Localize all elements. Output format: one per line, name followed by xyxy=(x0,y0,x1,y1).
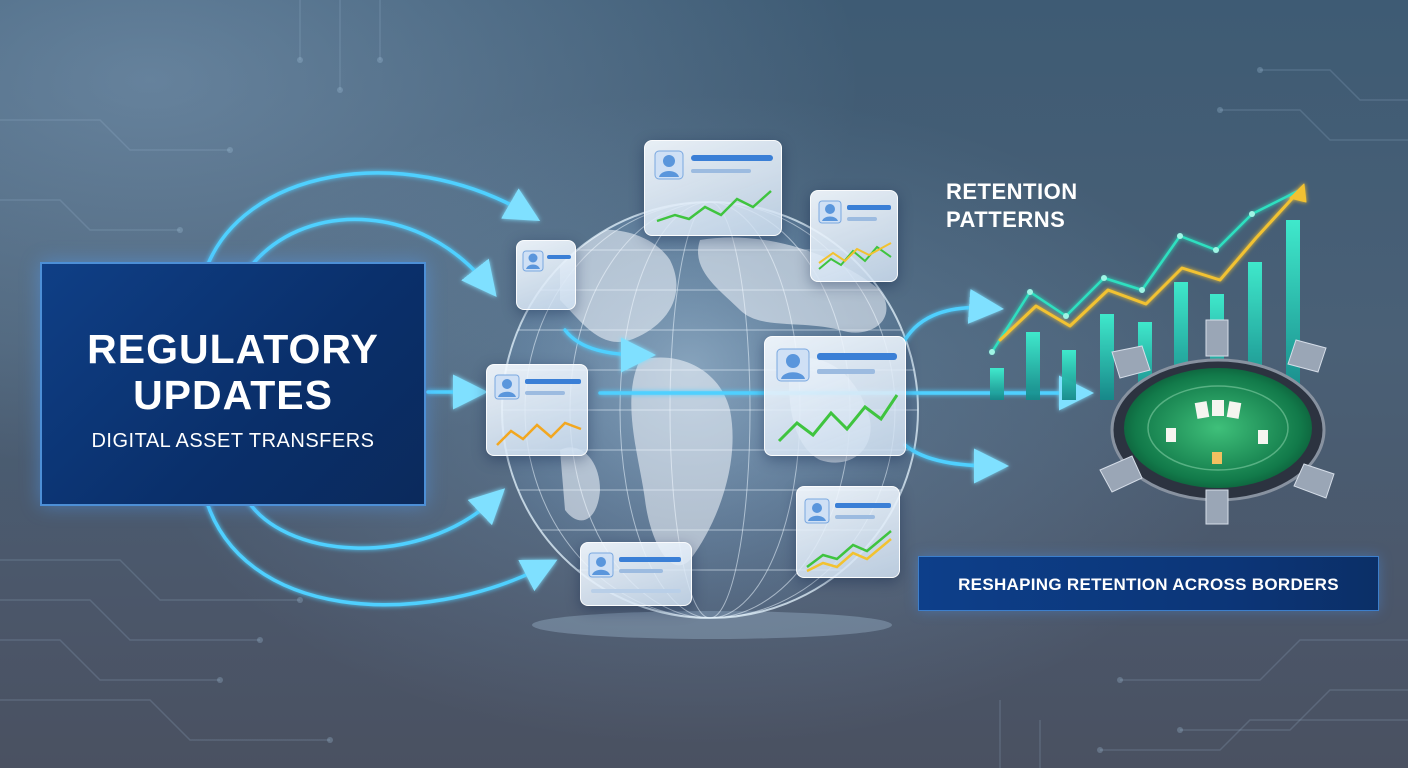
arrow-icon xyxy=(243,488,506,550)
trend-arrow-icon xyxy=(998,188,1302,342)
panel-title-line1: REGULATORY xyxy=(87,326,379,372)
panel-subtitle: DIGITAL ASSET TRANSFERS xyxy=(91,430,375,452)
profile-card-icon xyxy=(796,486,900,578)
profile-card-icon xyxy=(810,190,898,282)
arrow-icon xyxy=(246,217,497,297)
reshaping-retention-banner: RESHAPING RETENTION ACROSS BORDERS xyxy=(918,556,1379,611)
profile-card-icon xyxy=(486,364,588,456)
arrow-icon xyxy=(203,171,541,274)
retention-title-line1: RETENTION xyxy=(946,179,1078,204)
profile-card-icon xyxy=(580,542,692,606)
bar xyxy=(1286,220,1300,400)
bar xyxy=(990,368,1004,400)
retention-title-line2: PATTERNS xyxy=(946,207,1066,232)
arrow-icon xyxy=(903,288,1004,342)
regulatory-updates-panel: REGULATORY UPDATES DIGITAL ASSET TRANSFE… xyxy=(40,262,426,506)
arrow-icon xyxy=(203,494,558,607)
profile-card-icon xyxy=(516,240,576,310)
panel-title: REGULATORY UPDATES xyxy=(42,326,424,418)
bar xyxy=(1062,350,1076,400)
panel-title-line2: UPDATES xyxy=(133,372,333,418)
bar xyxy=(1026,332,1040,400)
arrow-icon xyxy=(563,328,656,373)
arrow-icon xyxy=(903,443,1009,484)
banner-text: RESHAPING RETENTION ACROSS BORDERS xyxy=(958,575,1339,594)
profile-card-icon xyxy=(644,140,782,236)
card-table-icon xyxy=(1110,358,1326,502)
bar xyxy=(1100,314,1114,400)
profile-card-icon xyxy=(764,336,906,456)
retention-patterns-title: RETENTION PATTERNS xyxy=(946,178,1078,234)
hand-icon xyxy=(1099,319,1335,525)
